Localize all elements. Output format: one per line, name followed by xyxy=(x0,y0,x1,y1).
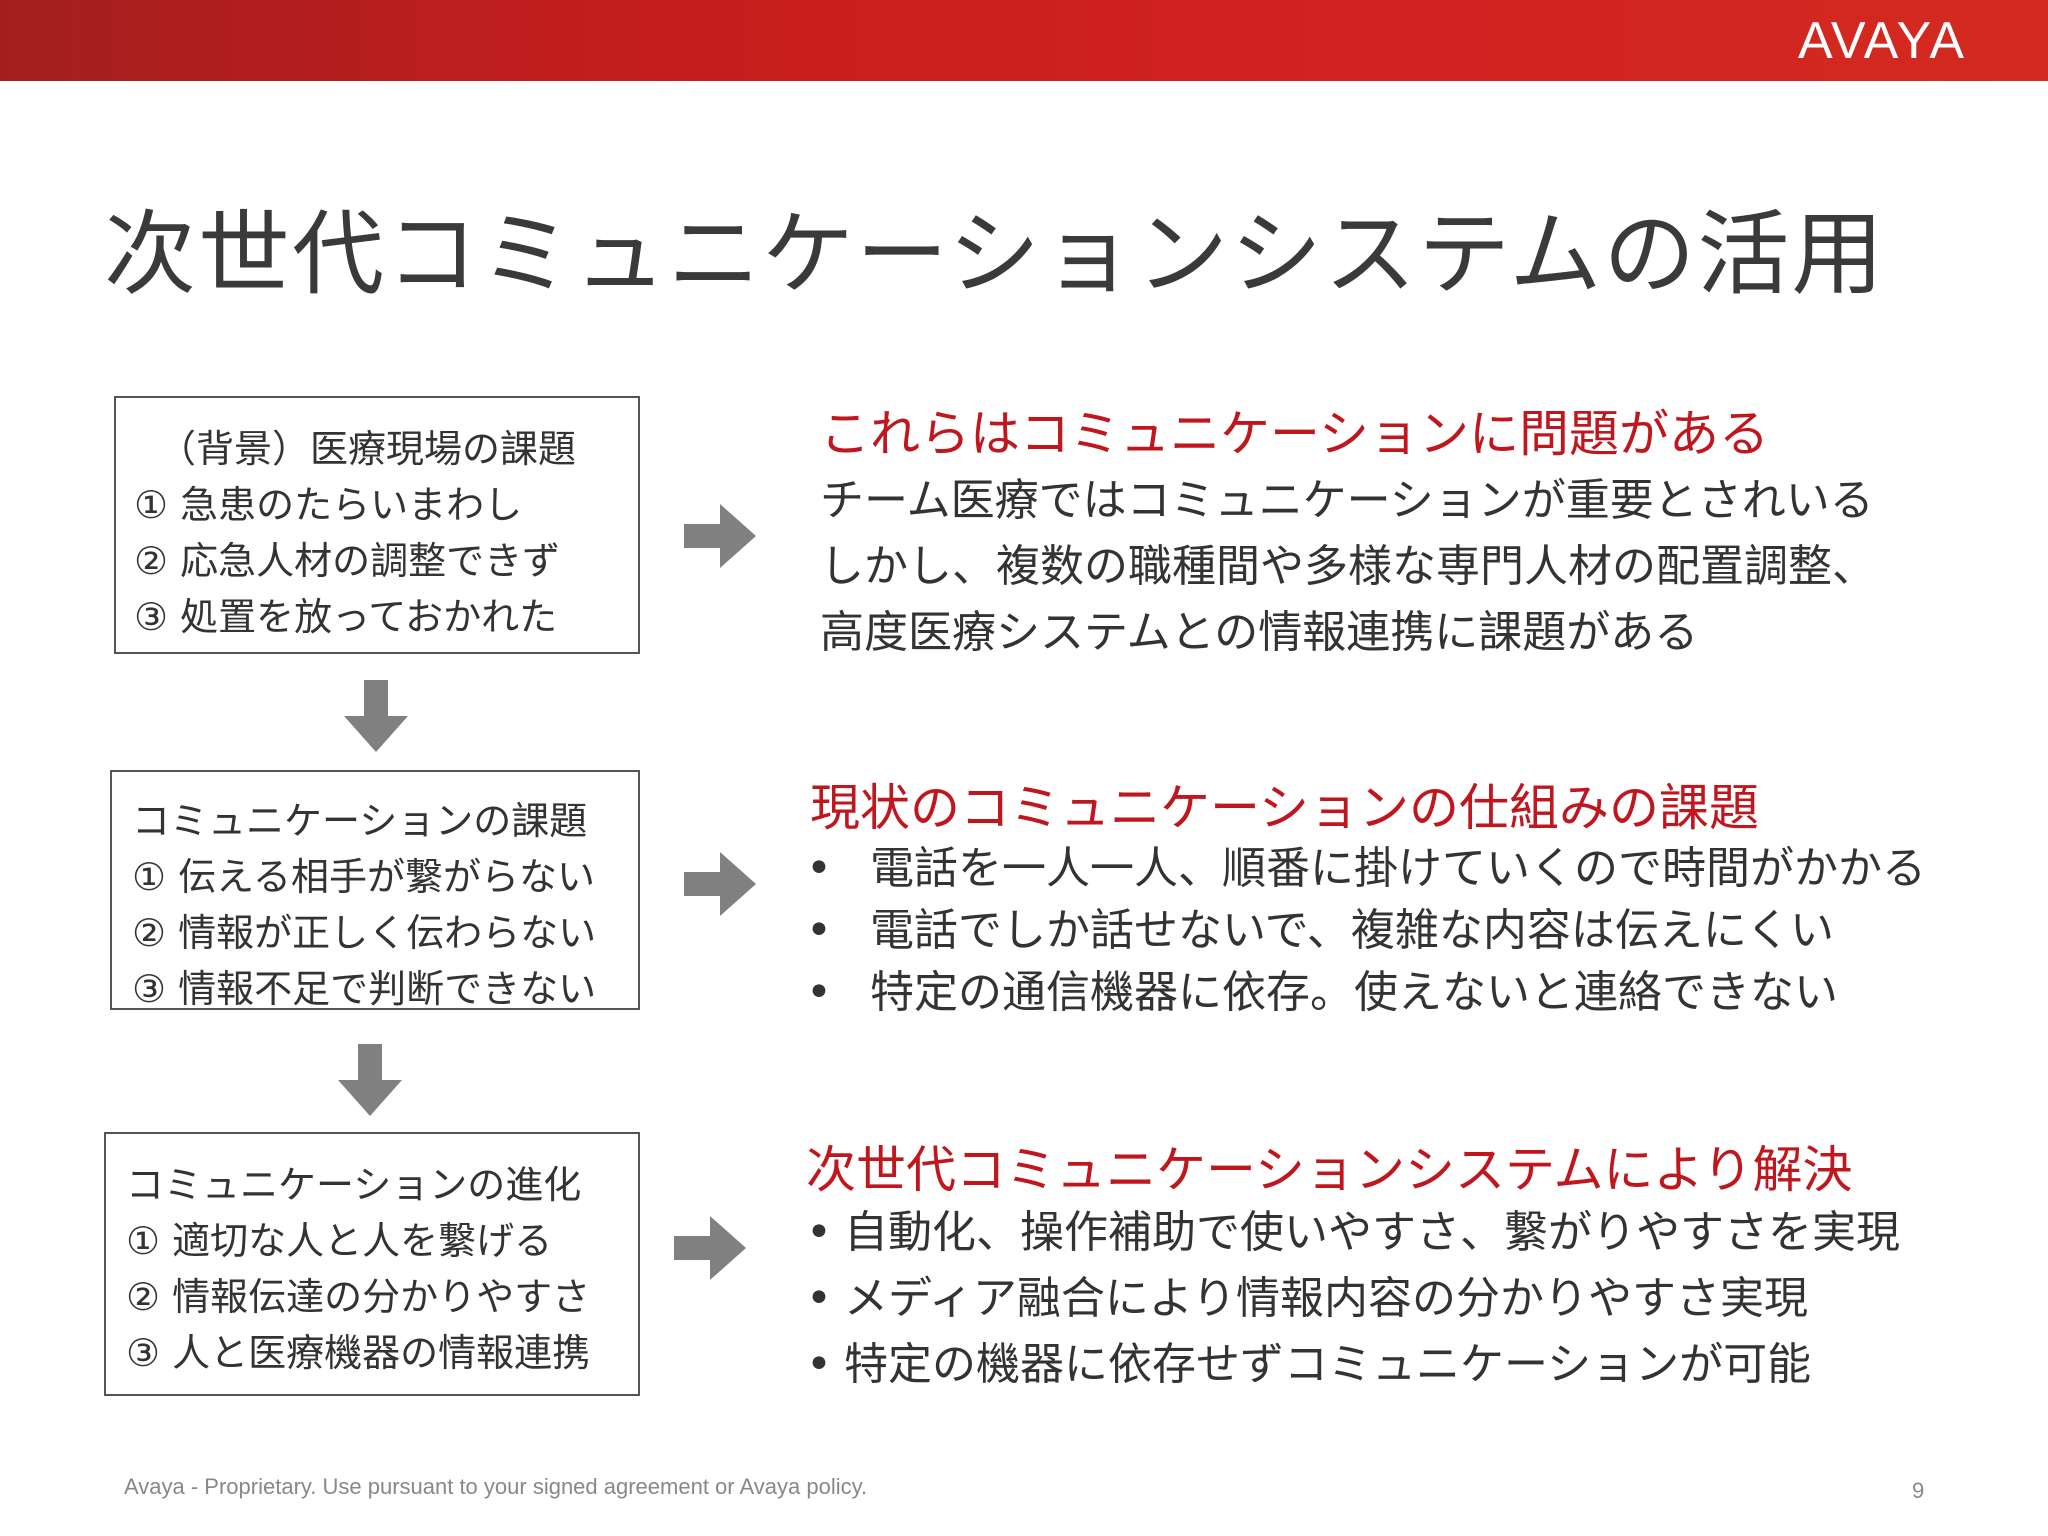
box-line: ① 急患のたらいまわし xyxy=(134,483,523,527)
page-title: 次世代コミュニケーションシステムの活用 xyxy=(104,201,1886,308)
bullet-icon: • xyxy=(806,843,832,894)
box-line: ② 情報が正しく伝わらない xyxy=(132,911,597,955)
arrow-right-icon xyxy=(674,1216,746,1280)
bullet-text: 電話でしか話せないで、複雑な内容は伝えにくい xyxy=(870,905,1835,956)
section-heading: 次世代コミュニケーションシステムにより解決 xyxy=(806,1141,1853,1199)
arrow-down-icon xyxy=(338,1044,402,1116)
box-line: ① 適切な人と人を繋げる xyxy=(126,1219,553,1263)
top-banner xyxy=(0,0,2048,81)
bullet-item: •自動化、操作補助で使いやすさ、繋がりやすさを実現 xyxy=(806,1196,1900,1260)
bullet-text: 電話を一人一人、順番に掛けていくので時間がかかる xyxy=(870,843,1926,894)
communication-issues-box: コミュニケーションの課題 ① 伝える相手が繋がらない ② 情報が正しく伝わらない… xyxy=(110,770,640,1011)
section-text-line: チーム医療ではコミュニケーションが重要とされいる xyxy=(820,475,1874,526)
bullet-item: • 電話を一人一人、順番に掛けていくので時間がかかる xyxy=(806,832,1926,896)
box-line: ① 伝える相手が繋がらない xyxy=(132,855,596,899)
box-line: ② 情報伝達の分かりやすさ xyxy=(126,1275,591,1319)
section-heading: 現状のコミュニケーションの仕組みの課題 xyxy=(810,779,1759,837)
box-line: コミュニケーションの進化 xyxy=(126,1163,582,1207)
box-line: ② 応急人材の調整できず xyxy=(134,539,561,583)
avaya-logo: AVAYA xyxy=(1798,12,1966,70)
section-text-line: しかし、複数の職種間や多様な専門人材の配置調整、 xyxy=(820,541,1876,592)
section-text-line: 高度医療システムとの情報連携に課題がある xyxy=(820,607,1699,658)
bullet-text: 特定の機器に依存せずコミュニケーションが可能 xyxy=(844,1339,1812,1390)
bullet-text: 特定の通信機器に依存。使えないと連絡できない xyxy=(870,967,1838,1018)
box-line: ③ 処置を放っておかれた xyxy=(134,595,558,639)
section-heading: これらはコミュニケーションに問題がある xyxy=(820,405,1769,463)
box-line: コミュニケーションの課題 xyxy=(132,799,588,843)
box-line: （背景）医療現場の課題 xyxy=(158,427,577,471)
background-issues-box: （背景）医療現場の課題 ① 急患のたらいまわし ② 応急人材の調整できず ③ 処… xyxy=(114,396,640,654)
communication-evolution-box: コミュニケーションの進化 ① 適切な人と人を繋げる ② 情報伝達の分かりやすさ … xyxy=(104,1132,640,1396)
bullet-item: •メディア融合により情報内容の分かりやすさ実現 xyxy=(806,1262,1808,1326)
bullet-icon: • xyxy=(806,967,832,1018)
box-line: ③ 情報不足で判断できない xyxy=(132,967,597,1011)
bullet-item: • 電話でしか話せないで、複雑な内容は伝えにくい xyxy=(806,894,1834,958)
bullet-item: •特定の機器に依存せずコミュニケーションが可能 xyxy=(806,1328,1811,1392)
bullet-icon: • xyxy=(806,1339,832,1390)
bullet-icon: • xyxy=(806,905,832,956)
bullet-text: メディア融合により情報内容の分かりやすさ実現 xyxy=(844,1273,1809,1324)
bullet-icon: • xyxy=(806,1207,832,1258)
arrow-right-icon xyxy=(684,852,756,916)
box-line: ③ 人と医療機器の情報連携 xyxy=(126,1331,591,1375)
arrow-down-icon xyxy=(344,680,408,752)
bullet-item: • 特定の通信機器に依存。使えないと連絡できない xyxy=(806,956,1838,1020)
arrow-right-icon xyxy=(684,504,756,568)
bullet-text: 自動化、操作補助で使いやすさ、繋がりやすさを実現 xyxy=(844,1207,1900,1258)
page-number: 9 xyxy=(1912,1478,1925,1503)
bullet-icon: • xyxy=(806,1273,832,1324)
footer-text: Avaya - Proprietary. Use pursuant to you… xyxy=(124,1474,868,1499)
